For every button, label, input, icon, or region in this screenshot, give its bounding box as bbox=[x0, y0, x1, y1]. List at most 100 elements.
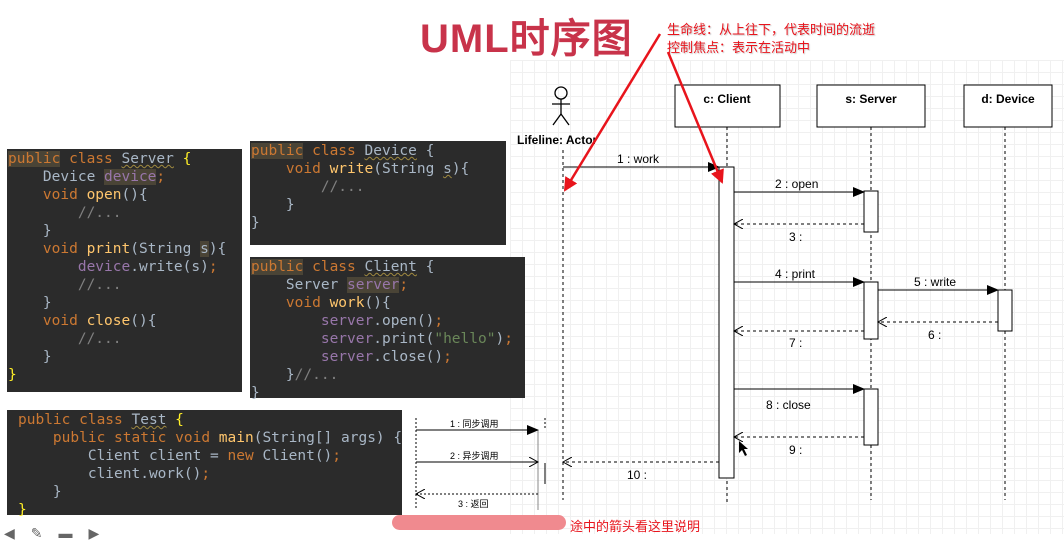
code-token: void bbox=[42, 241, 78, 257]
code-token: ){ bbox=[451, 161, 470, 177]
menu-icon[interactable]: ▬ bbox=[58, 525, 89, 541]
code-token: //... bbox=[77, 331, 122, 347]
code-token: server bbox=[320, 331, 374, 347]
code-line: Server server; bbox=[251, 276, 525, 294]
code-line: public class Test { bbox=[18, 411, 402, 429]
code-token: //... bbox=[294, 367, 339, 383]
code-line: server.close(); bbox=[251, 348, 525, 366]
code-token: Device bbox=[364, 143, 417, 159]
code-token: public bbox=[8, 151, 61, 167]
pen-icon[interactable]: ✎ bbox=[30, 525, 59, 541]
lifeline-box-client[interactable]: c: Client bbox=[674, 84, 781, 128]
code-token: Server bbox=[251, 277, 348, 293]
message-label: 3 : bbox=[789, 230, 802, 244]
code-token: (){ bbox=[130, 313, 157, 329]
code-token: (String bbox=[373, 161, 444, 177]
code-token: Device bbox=[8, 169, 105, 185]
code-token: device bbox=[104, 169, 157, 185]
code-line: } bbox=[251, 196, 506, 214]
code-token: } bbox=[8, 349, 52, 365]
prev-icon[interactable]: ◀ bbox=[4, 525, 31, 541]
message-label: 10 : bbox=[627, 468, 647, 482]
code-line: void work(){ bbox=[251, 294, 525, 312]
code-token: } bbox=[251, 385, 260, 401]
message-label: 1 : work bbox=[617, 152, 660, 166]
code-token: public bbox=[251, 259, 304, 275]
code-token: { bbox=[416, 143, 435, 159]
actor-icon bbox=[552, 86, 570, 126]
activation-bars bbox=[718, 166, 1013, 479]
code-token: close bbox=[86, 313, 131, 329]
arrow-legend: 1 : 同步调用 2 : 异步调用 3 : 返回 bbox=[416, 418, 546, 510]
highlight-bar bbox=[392, 515, 566, 530]
code-token: (){ bbox=[364, 295, 391, 311]
code-token: public static void bbox=[52, 430, 219, 446]
message-label: 6 : bbox=[928, 328, 941, 342]
code-token: ){ bbox=[208, 241, 227, 257]
code-token: .open() bbox=[373, 313, 435, 329]
mouse-cursor-icon bbox=[739, 441, 748, 456]
message-label: 8 : close bbox=[766, 398, 811, 412]
code-token: open bbox=[86, 187, 122, 203]
code-token: ; bbox=[504, 331, 513, 347]
actor-label: Lifeline: Actor bbox=[517, 133, 598, 147]
lifeline-note: 生命线：从上往下，代表时间的流逝 bbox=[667, 22, 876, 37]
code-line: //... bbox=[8, 204, 242, 222]
code-token: main bbox=[218, 430, 254, 446]
code-token: //... bbox=[77, 205, 122, 221]
code-token: public bbox=[251, 143, 304, 159]
code-line: Device device; bbox=[8, 168, 242, 186]
code-token: void bbox=[285, 295, 321, 311]
code-token: s bbox=[443, 161, 452, 177]
code-line: } bbox=[251, 214, 506, 232]
code-line: server.print("hello"); bbox=[251, 330, 525, 348]
code-token: .close() bbox=[373, 349, 444, 365]
code-token: } bbox=[251, 215, 260, 231]
annotation-arrow-focus bbox=[666, 51, 724, 184]
annotation-arrow-lifeline bbox=[563, 33, 662, 192]
code-token: //... bbox=[77, 277, 122, 293]
code-token: ; bbox=[156, 169, 166, 185]
messages bbox=[563, 162, 999, 462]
code-line: void open(){ bbox=[8, 186, 242, 204]
code-token: ; bbox=[399, 277, 409, 293]
code-token: } bbox=[251, 197, 295, 213]
code-token: print bbox=[86, 241, 131, 257]
code-line: void print(String s){ bbox=[8, 240, 242, 258]
bottom-note: 途中的箭头看这里说明 bbox=[570, 519, 701, 534]
code-line: public class Client { bbox=[251, 258, 525, 276]
code-token: Client bbox=[364, 259, 417, 275]
legend-sync: 1 : 同步调用 bbox=[450, 419, 499, 429]
lifeline-box-server[interactable]: s: Server bbox=[816, 84, 926, 128]
next-icon[interactable]: ▶ bbox=[88, 525, 116, 541]
code-token: (String[] args) { bbox=[253, 430, 403, 446]
code-line: void write(String s){ bbox=[251, 160, 506, 178]
code-token: work bbox=[329, 295, 365, 311]
code-line: //... bbox=[251, 178, 506, 196]
code-token: ; bbox=[201, 466, 211, 482]
message-label: 2 : open bbox=[775, 177, 818, 191]
code-token: server bbox=[320, 349, 374, 365]
code-line: public class Device { bbox=[251, 142, 506, 160]
code-token: ; bbox=[443, 349, 452, 365]
code-token: ; bbox=[208, 259, 218, 275]
code-token: Server bbox=[121, 151, 174, 167]
code-token: public class bbox=[18, 412, 132, 428]
code-line: //... bbox=[8, 276, 242, 294]
code-line: void close(){ bbox=[8, 312, 242, 330]
code-line: public static void main(String[] args) { bbox=[18, 429, 402, 447]
code-line: client.work(); bbox=[18, 465, 402, 483]
code-token: server bbox=[347, 277, 400, 293]
lifeline-label: c: Client bbox=[703, 92, 750, 106]
lifeline-box-device[interactable]: d: Device bbox=[963, 84, 1053, 128]
legend-return: 3 : 返回 bbox=[458, 498, 489, 509]
code-token: class bbox=[303, 259, 365, 275]
code-token: } bbox=[18, 502, 27, 518]
code-line: } bbox=[8, 348, 242, 366]
code-token: } bbox=[18, 484, 62, 500]
code-line: } bbox=[251, 384, 525, 402]
code-panel-test: public class Test { public static void m… bbox=[7, 410, 402, 518]
code-token: device bbox=[77, 259, 131, 275]
code-line: } bbox=[8, 222, 242, 240]
